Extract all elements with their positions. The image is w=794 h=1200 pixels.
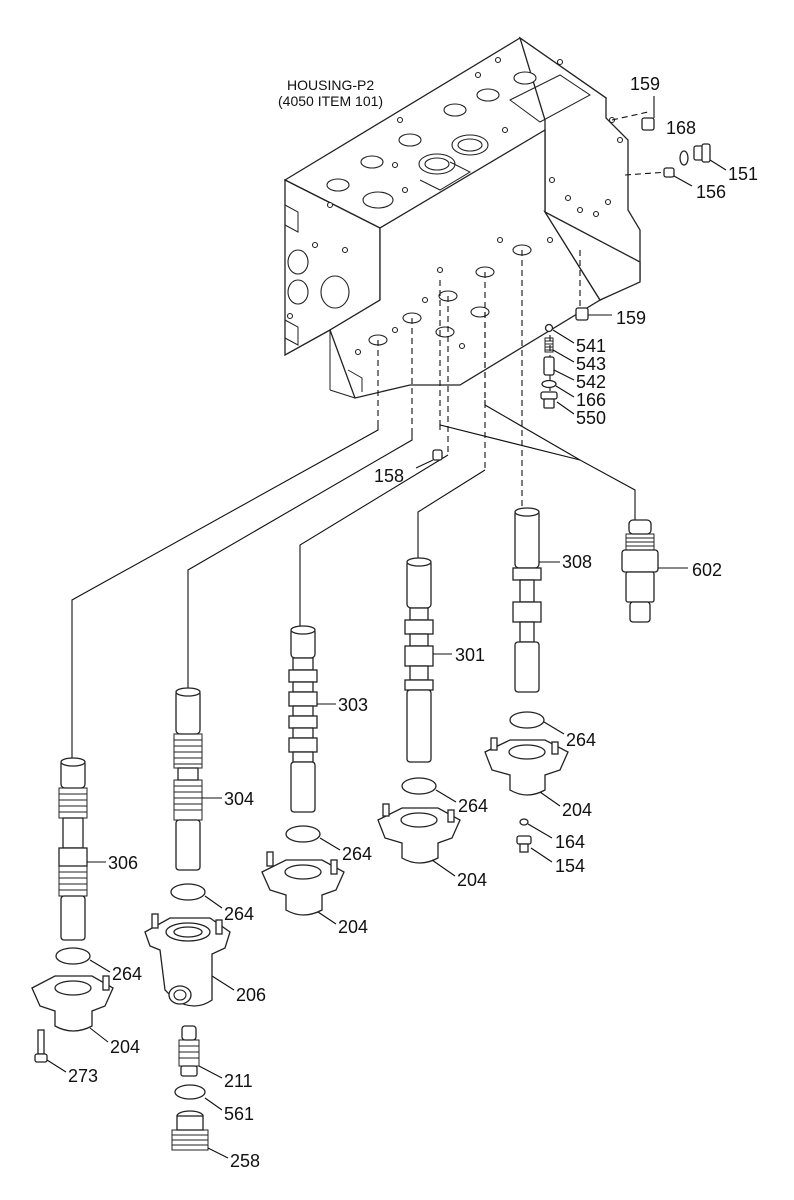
spool-306 [58,757,106,941]
label-264-a: 264 [566,730,596,750]
oring-264-d [170,883,223,909]
label-602: 602 [692,560,722,580]
part-159-mid [575,307,612,321]
label-541: 541 [576,336,606,356]
cover-204-a [484,737,569,807]
label-301: 301 [455,645,485,665]
bolt-273 [34,1029,67,1073]
part-602-relief-valve [621,519,688,623]
label-264-c: 264 [342,844,372,864]
label-264-e: 264 [112,964,142,984]
label-204-d: 204 [110,1037,140,1057]
oring-264-b [401,777,457,803]
part-159-top [641,96,655,131]
label-204-b: 204 [457,870,487,890]
label-166: 166 [576,390,606,410]
label-156: 156 [696,182,726,202]
housing-subtitle: (4050 ITEM 101) [278,93,383,109]
label-206: 206 [236,985,266,1005]
oring-264-e [55,947,111,973]
label-306: 306 [108,853,138,873]
label-154: 154 [555,856,585,876]
center-lines [71,111,669,760]
cover-206 [144,913,235,1007]
label-264-b: 264 [458,796,488,816]
oring-164 [519,818,553,839]
part-542-poppet [543,356,575,381]
part-166-oring [541,379,575,398]
part-543-spring [544,337,575,363]
label-164: 164 [555,832,585,852]
label-158: 158 [374,466,404,486]
cover-204-b [377,803,461,877]
label-159-mid: 159 [616,308,646,328]
label-273: 273 [68,1066,98,1086]
label-204-a: 204 [562,800,592,820]
part-211 [178,1025,223,1079]
label-159-top: 159 [630,74,660,94]
part-158-plug [415,449,443,469]
part-550-plug [540,391,575,415]
part-156-plug [663,167,693,187]
plug-154 [516,835,553,863]
part-541-ball [544,323,575,344]
oring-264-c [285,825,341,851]
label-543: 543 [576,354,606,374]
cover-204-d [31,975,114,1043]
housing-title: HOUSING-P2 [287,77,374,93]
spool-304 [173,687,222,871]
plug-258 [171,1110,229,1159]
label-258: 258 [230,1151,260,1171]
label-211: 211 [224,1071,253,1091]
oring-264-a [509,711,565,735]
label-542: 542 [576,372,606,392]
oring-561 [174,1084,223,1111]
label-204-c: 204 [338,917,368,937]
label-308: 308 [562,552,592,572]
spool-308 [512,507,560,693]
cover-204-c [261,851,345,925]
label-304: 304 [224,789,254,809]
label-550: 550 [576,408,606,428]
label-264-d: 264 [224,904,254,924]
part-151-plug [693,143,727,171]
part-168-oring [679,150,689,166]
label-561: 561 [224,1104,254,1124]
spool-301 [404,557,452,763]
label-168: 168 [666,118,696,138]
label-151: 151 [728,164,758,184]
housing-p2 [283,36,641,399]
label-303: 303 [338,695,368,715]
spool-303 [288,625,336,813]
